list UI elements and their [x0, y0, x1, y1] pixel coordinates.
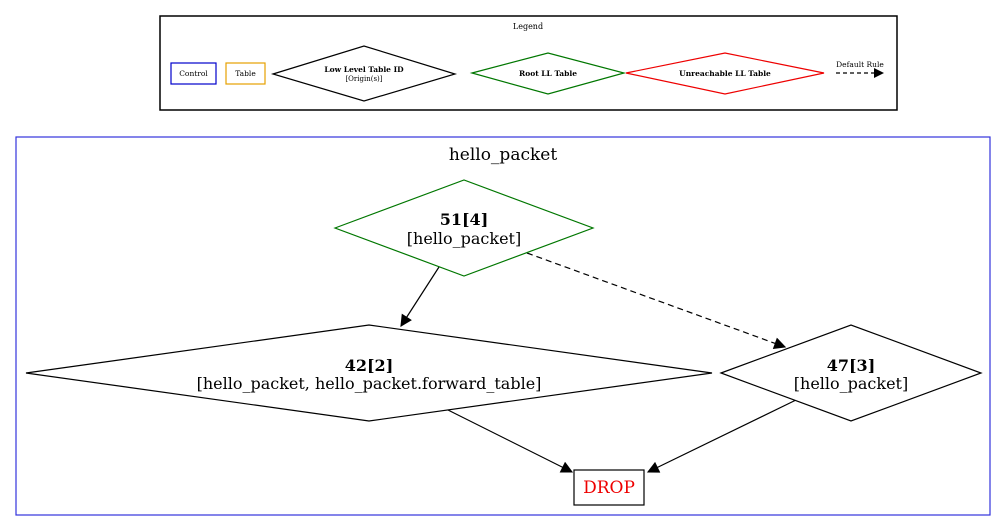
- drop-label: DROP: [583, 478, 635, 498]
- legend-root: Root LL Table: [469, 52, 627, 95]
- legend-table-label: Table: [235, 69, 256, 78]
- legend-unreachable-diamond: [625, 52, 825, 95]
- node-drop: DROP: [573, 469, 645, 506]
- node-47: 47[3] [hello_packet]: [719, 324, 983, 422]
- legend-unreachable: Unreachable LL Table: [625, 52, 825, 95]
- node-47-diamond: [719, 324, 983, 422]
- legend-root-diamond: [469, 52, 627, 95]
- drop-box: [573, 469, 645, 506]
- legend-ll-title: Low Level Table ID: [324, 65, 404, 74]
- node-47-origin: [hello_packet]: [794, 374, 908, 393]
- legend-title: Legend: [513, 22, 543, 31]
- legend-table: Table: [225, 62, 266, 85]
- edges: [400, 252, 797, 473]
- node-51-id: 51[4]: [440, 210, 489, 229]
- node-42-diamond: [25, 324, 713, 422]
- legend-default-rule: Default Rule: [836, 60, 884, 78]
- node-51-origin: [hello_packet]: [407, 229, 521, 248]
- edge-51-to-47-default: [526, 252, 787, 349]
- legend-ll-table: Low Level Table ID [Origin(s)]: [270, 45, 458, 102]
- legend-ll-diamond: [270, 45, 458, 102]
- legend-root-label: Root LL Table: [519, 69, 577, 78]
- legend-ll-sub: [Origin(s)]: [345, 75, 382, 83]
- node-42: 42[2] [hello_packet, hello_packet.forwar…: [25, 324, 713, 422]
- node-47-id: 47[3]: [827, 356, 876, 375]
- legend-control: Control: [170, 62, 217, 85]
- node-42-id: 42[2]: [345, 356, 394, 375]
- edge-47-to-drop: [646, 399, 797, 473]
- node-51: 51[4] [hello_packet]: [333, 179, 595, 277]
- legend-unreachable-label: Unreachable LL Table: [679, 69, 771, 78]
- cluster-hello-packet: hello_packet: [15, 136, 991, 516]
- cluster-frame: [15, 136, 991, 516]
- legend-table-box: [225, 62, 266, 85]
- edge-42-to-drop: [447, 409, 574, 473]
- node-42-origin: [hello_packet, hello_packet.forward_tabl…: [197, 374, 542, 393]
- legend-control-label: Control: [179, 69, 208, 78]
- edge-51-to-42: [400, 266, 440, 328]
- legend-control-box: [170, 62, 217, 85]
- legend-default-rule-label: Default Rule: [836, 60, 884, 69]
- legend: Legend Control Table Low Level Table ID …: [159, 15, 898, 111]
- node-51-diamond: [333, 179, 595, 277]
- cluster-title: hello_packet: [449, 145, 558, 165]
